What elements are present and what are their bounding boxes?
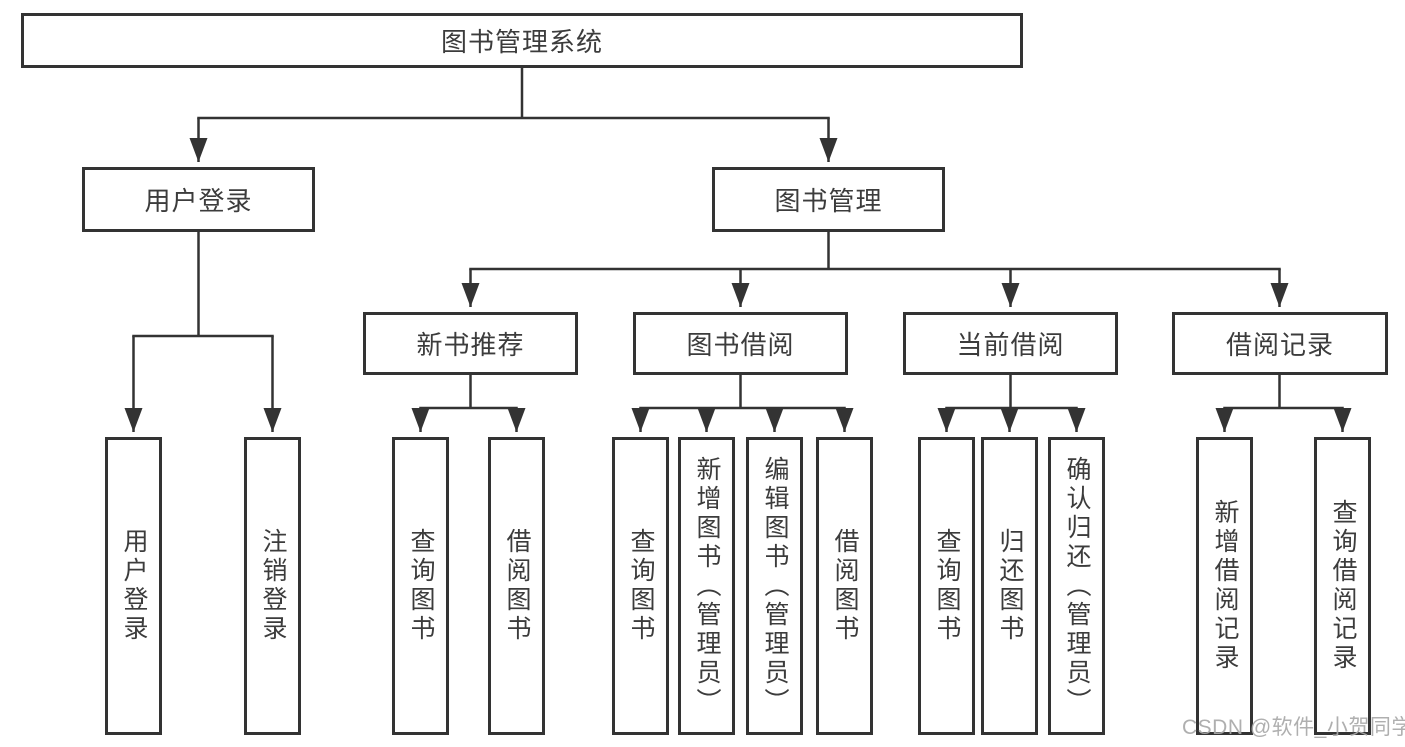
node-label: 新增图书（管理员）	[693, 455, 721, 717]
node-label: 借阅记录	[1225, 330, 1334, 360]
node-new-book-recommendation: 新书推荐	[363, 312, 578, 375]
node-label: 借阅图书	[831, 528, 859, 644]
node-label: 借阅图书	[503, 528, 531, 644]
node-label: 图书管理	[774, 186, 883, 216]
node-book-borrowing: 图书借阅	[633, 312, 848, 375]
node-label: 查询图书	[407, 528, 435, 644]
node-borrow-books-borrowing: 借阅图书	[816, 437, 873, 735]
node-logout: 注销登录	[244, 437, 301, 735]
node-label: 查询图书	[933, 528, 961, 644]
node-label: 查询借阅记录	[1329, 499, 1357, 673]
node-label: 当前借阅	[956, 330, 1065, 360]
node-query-books-recommend: 查询图书	[392, 437, 449, 735]
node-query-books-current: 查询图书	[918, 437, 975, 735]
node-current-borrowing: 当前借阅	[903, 312, 1118, 375]
node-borrow-books-recommend: 借阅图书	[488, 437, 545, 735]
node-label: 用户登录	[144, 186, 253, 216]
node-query-books-borrowing: 查询图书	[612, 437, 669, 735]
node-query-borrow-record: 查询借阅记录	[1314, 437, 1371, 735]
node-confirm-return-admin: 确认归还（管理员）	[1048, 437, 1105, 735]
node-label: 图书管理系统	[440, 27, 603, 57]
node-borrowing-records: 借阅记录	[1172, 312, 1388, 375]
node-label: 新增借阅记录	[1211, 499, 1239, 673]
node-label: 查询图书	[627, 528, 655, 644]
node-label: 确认归还（管理员）	[1063, 455, 1091, 717]
node-label: 用户登录	[120, 528, 148, 644]
node-label: 归还图书	[996, 528, 1024, 644]
node-library-management-system: 图书管理系统	[21, 13, 1023, 68]
node-book-management: 图书管理	[712, 167, 945, 232]
node-label: 注销登录	[259, 528, 287, 644]
node-return-books: 归还图书	[981, 437, 1038, 735]
node-label: 编辑图书（管理员）	[761, 455, 789, 717]
node-user-login: 用户登录	[82, 167, 315, 232]
node-add-borrow-record: 新增借阅记录	[1196, 437, 1253, 735]
node-edit-books-admin: 编辑图书（管理员）	[746, 437, 803, 735]
node-label: 新书推荐	[416, 330, 525, 360]
node-add-books-admin: 新增图书（管理员）	[678, 437, 735, 735]
node-label: 图书借阅	[686, 330, 795, 360]
node-user-login-leaf: 用户登录	[105, 437, 162, 735]
